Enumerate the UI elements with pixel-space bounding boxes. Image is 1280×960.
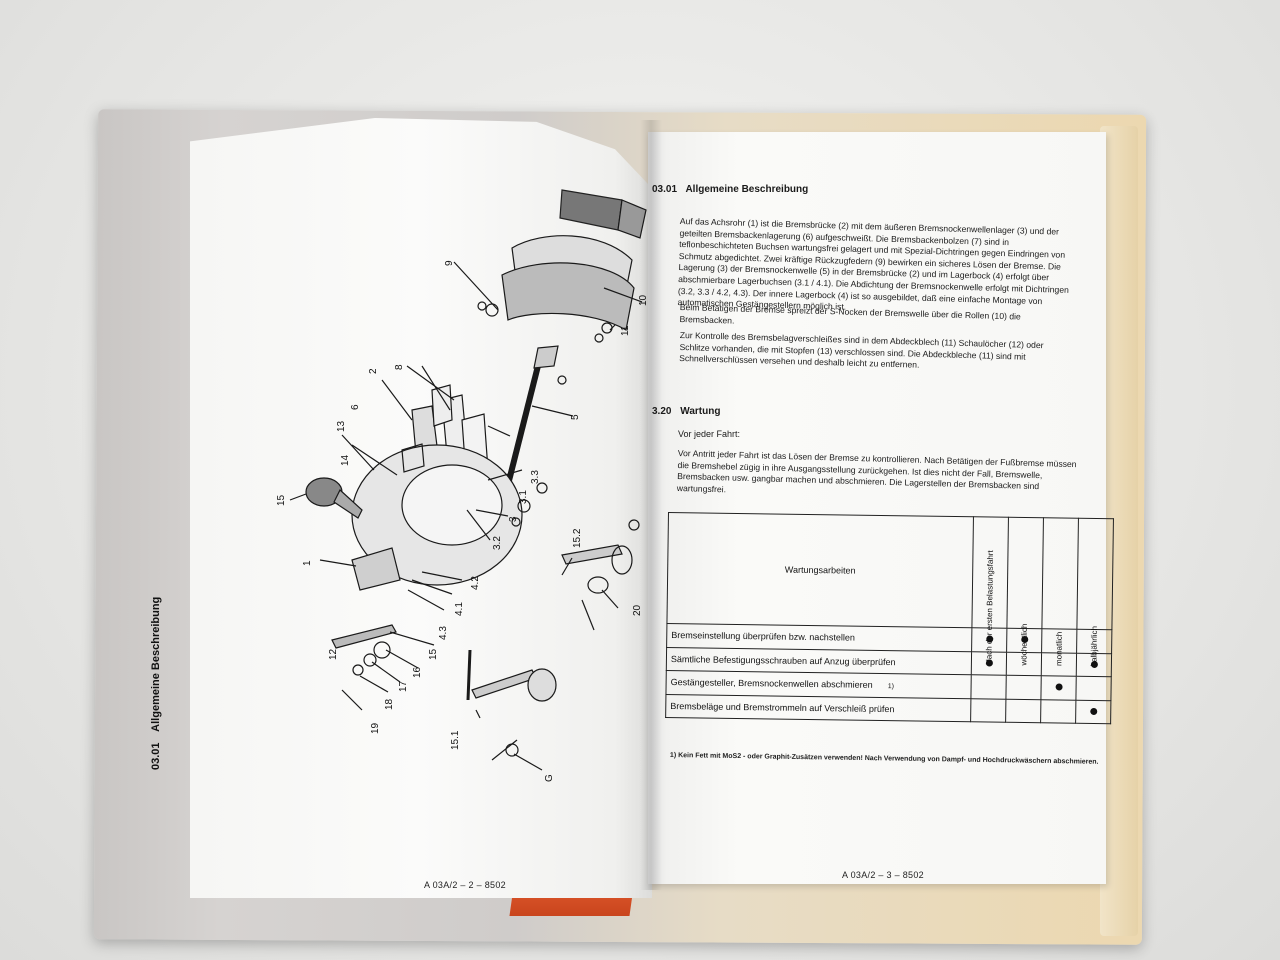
- col-weekly: wöchentlich: [1006, 517, 1044, 666]
- col-half-yearly: halbjährlich: [1076, 518, 1114, 667]
- label-4-2: 4.2: [470, 576, 481, 590]
- col-monthly: monatlich: [1041, 517, 1079, 666]
- label-3-1: 3.1: [518, 490, 529, 504]
- label-15-2: 15.2: [572, 528, 583, 548]
- exploded-brake-diagram: 9 10 11 5 8 2 6 13 14 15 1 3.3 3.1 3 3.2…: [276, 189, 649, 782]
- label-15: 15: [428, 648, 439, 660]
- label-20: 20: [632, 604, 643, 616]
- section-number: 03.01: [150, 742, 162, 770]
- label-3: 3: [508, 516, 519, 522]
- binder-edge: [1100, 126, 1138, 936]
- left-page-vertical-title: 03.01 Allgemeine Beschreibung: [150, 570, 162, 770]
- label-15-1: 15.1: [450, 730, 461, 750]
- label-12: 13: [336, 420, 347, 432]
- label-1: 1: [302, 560, 313, 566]
- mark-dot: [1089, 707, 1097, 715]
- sub-heading: Vor jeder Fahrt:: [678, 429, 741, 439]
- label-7: 8: [394, 364, 405, 370]
- part-labels: 9 10 11 5 8 2 6 13 14 15 1 3.3 3.1 3 3.2…: [276, 260, 649, 782]
- label-2: 2: [368, 368, 379, 374]
- right-page-footer: A 03A/2 – 3 – 8502: [842, 870, 924, 880]
- label-8: 9: [444, 260, 455, 266]
- label-5: 5: [570, 414, 581, 420]
- book-gutter: [640, 120, 662, 890]
- label-13: 14: [340, 454, 351, 466]
- section-title: Allgemeine Beschreibung: [685, 184, 809, 195]
- label-14: 15: [276, 494, 287, 506]
- section-heading-2: 3.20 Wartung: [652, 406, 720, 417]
- label-16: 16: [412, 666, 423, 678]
- label-3-3: 3.3: [530, 470, 541, 484]
- label-19: 19: [370, 722, 381, 734]
- right-page: [648, 132, 1106, 884]
- section-title: Allgemeine Beschreibung: [150, 596, 162, 732]
- maintenance-table: Wartungsarbeiten Nach der ersten Belastu…: [665, 512, 1114, 724]
- table-header-main: Wartungsarbeiten: [666, 512, 974, 628]
- label-17: 17: [398, 680, 409, 692]
- label-3-2: 3.2: [492, 536, 503, 550]
- label-4-1: 4.1: [454, 602, 465, 616]
- section-number: 3.20: [652, 406, 672, 417]
- section-number: 03.01: [652, 184, 678, 195]
- label-10: 11: [620, 325, 631, 336]
- col-after-first-load: Nach der ersten Belastungsfahrt: [971, 516, 1009, 665]
- label-4-3: 4.3: [438, 626, 449, 640]
- section-title: Wartung: [680, 406, 721, 417]
- label-G: G: [544, 774, 555, 782]
- label-9: 10: [638, 294, 649, 306]
- task-cell: Bremsbeläge und Bremstrommeln auf Versch…: [665, 693, 971, 722]
- section-heading-1: 03.01 Allgemeine Beschreibung: [652, 184, 808, 195]
- label-18: 18: [384, 698, 395, 710]
- mark-dot: [1055, 683, 1063, 691]
- left-page-footer: A 03A/2 – 2 – 8502: [424, 880, 506, 890]
- label-6: 6: [350, 404, 361, 410]
- label-11: 12: [328, 648, 339, 660]
